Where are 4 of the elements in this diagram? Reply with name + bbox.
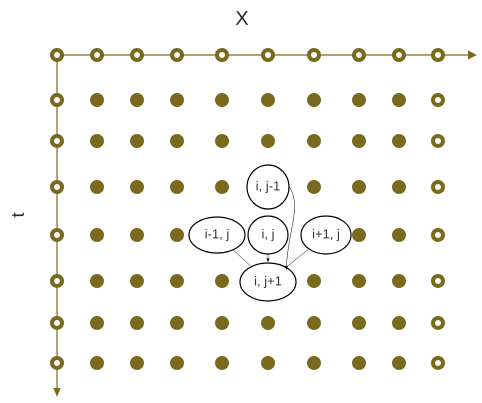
axis-label: X bbox=[236, 11, 248, 25]
connector-arrow bbox=[284, 186, 295, 270]
connector-arrow bbox=[266, 254, 270, 262]
axis-label: t bbox=[12, 212, 24, 218]
